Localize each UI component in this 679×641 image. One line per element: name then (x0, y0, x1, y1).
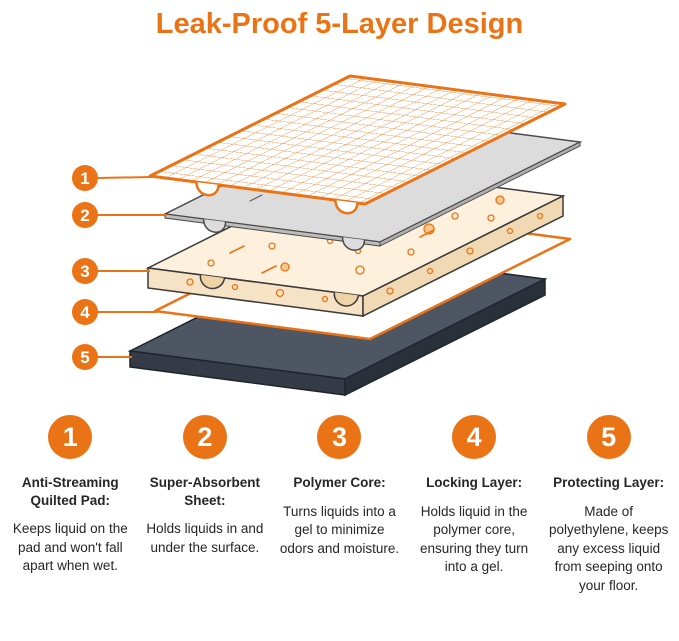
layers-illustration: 1 2 3 4 5 (72, 74, 583, 397)
feature-3-number: 3 (331, 421, 347, 452)
callout-5-number: 5 (80, 348, 89, 367)
feature-3-heading: Polymer Core: (293, 475, 386, 490)
callout-3-number: 3 (80, 262, 89, 281)
feature-item-1: 1 Anti-Streaming Quilted Pad: Keeps liqu… (8, 415, 133, 576)
feature-item-4: 4 Locking Layer: Holds liquid in the pol… (412, 415, 537, 577)
callout-3: 3 (72, 258, 150, 284)
feature-item-5: 5 Protecting Layer: Made of polyethylene… (546, 415, 671, 596)
feature-item-3: 3 Polymer Core: Turns liquids into a gel… (277, 415, 402, 558)
callout-4: 4 (72, 299, 157, 325)
feature-2-heading: Super-Absorbent Sheet: (149, 475, 261, 508)
callout-1: 1 (72, 165, 153, 191)
feature-1-description: Keeps liquid on the pad and won't fall a… (12, 521, 128, 574)
exploded-layer-diagram: 1 2 3 4 5 (0, 41, 679, 401)
layer-1-quilted-mesh (148, 74, 567, 215)
feature-2-number-badge: 2 (182, 415, 227, 459)
feature-2-number: 2 (197, 421, 213, 452)
feature-1-heading: Anti-Streaming Quilted Pad: (21, 475, 119, 508)
callout-1-number: 1 (80, 169, 89, 188)
feature-3-description: Turns liquids into a gel to minimize odo… (279, 503, 400, 556)
feature-4-number: 4 (466, 421, 482, 452)
feature-4-description: Holds liquid in the polymer core, ensuri… (420, 503, 529, 575)
feature-4-number-badge: 4 (452, 415, 497, 459)
callout-5: 5 (72, 344, 132, 370)
feature-5-number-badge: 5 (586, 415, 631, 459)
feature-list: 1 Anti-Streaming Quilted Pad: Keeps liqu… (0, 415, 679, 596)
feature-5-number: 5 (601, 421, 617, 452)
feature-1-number: 1 (62, 421, 78, 452)
feature-2-description: Holds liquids in and under the surface. (146, 521, 264, 555)
feature-5-description: Made of polyethylene, keeps any excess l… (549, 503, 669, 594)
callout-2-number: 2 (80, 206, 89, 225)
callout-4-number: 4 (80, 303, 90, 322)
page-title: Leak-Proof 5-Layer Design (155, 8, 524, 40)
callout-2: 2 (72, 202, 167, 228)
feature-1-number-badge: 1 (48, 415, 93, 459)
feature-5-heading: Protecting Layer: (553, 475, 665, 490)
feature-item-2: 2 Super-Absorbent Sheet: Holds liquids i… (143, 415, 268, 557)
feature-4-heading: Locking Layer: (426, 475, 523, 490)
feature-3-number-badge: 3 (317, 415, 362, 459)
